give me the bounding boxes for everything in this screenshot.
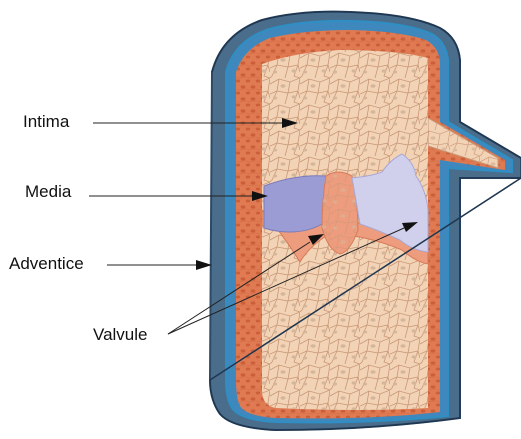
valvule-label: Valvule	[93, 325, 148, 345]
valve-left-leaflet	[264, 176, 328, 232]
adventice-label: Adventice	[9, 254, 84, 274]
adventice-pointer	[107, 260, 212, 270]
media-label: Media	[25, 182, 71, 202]
intima-label: Intima	[23, 112, 69, 132]
